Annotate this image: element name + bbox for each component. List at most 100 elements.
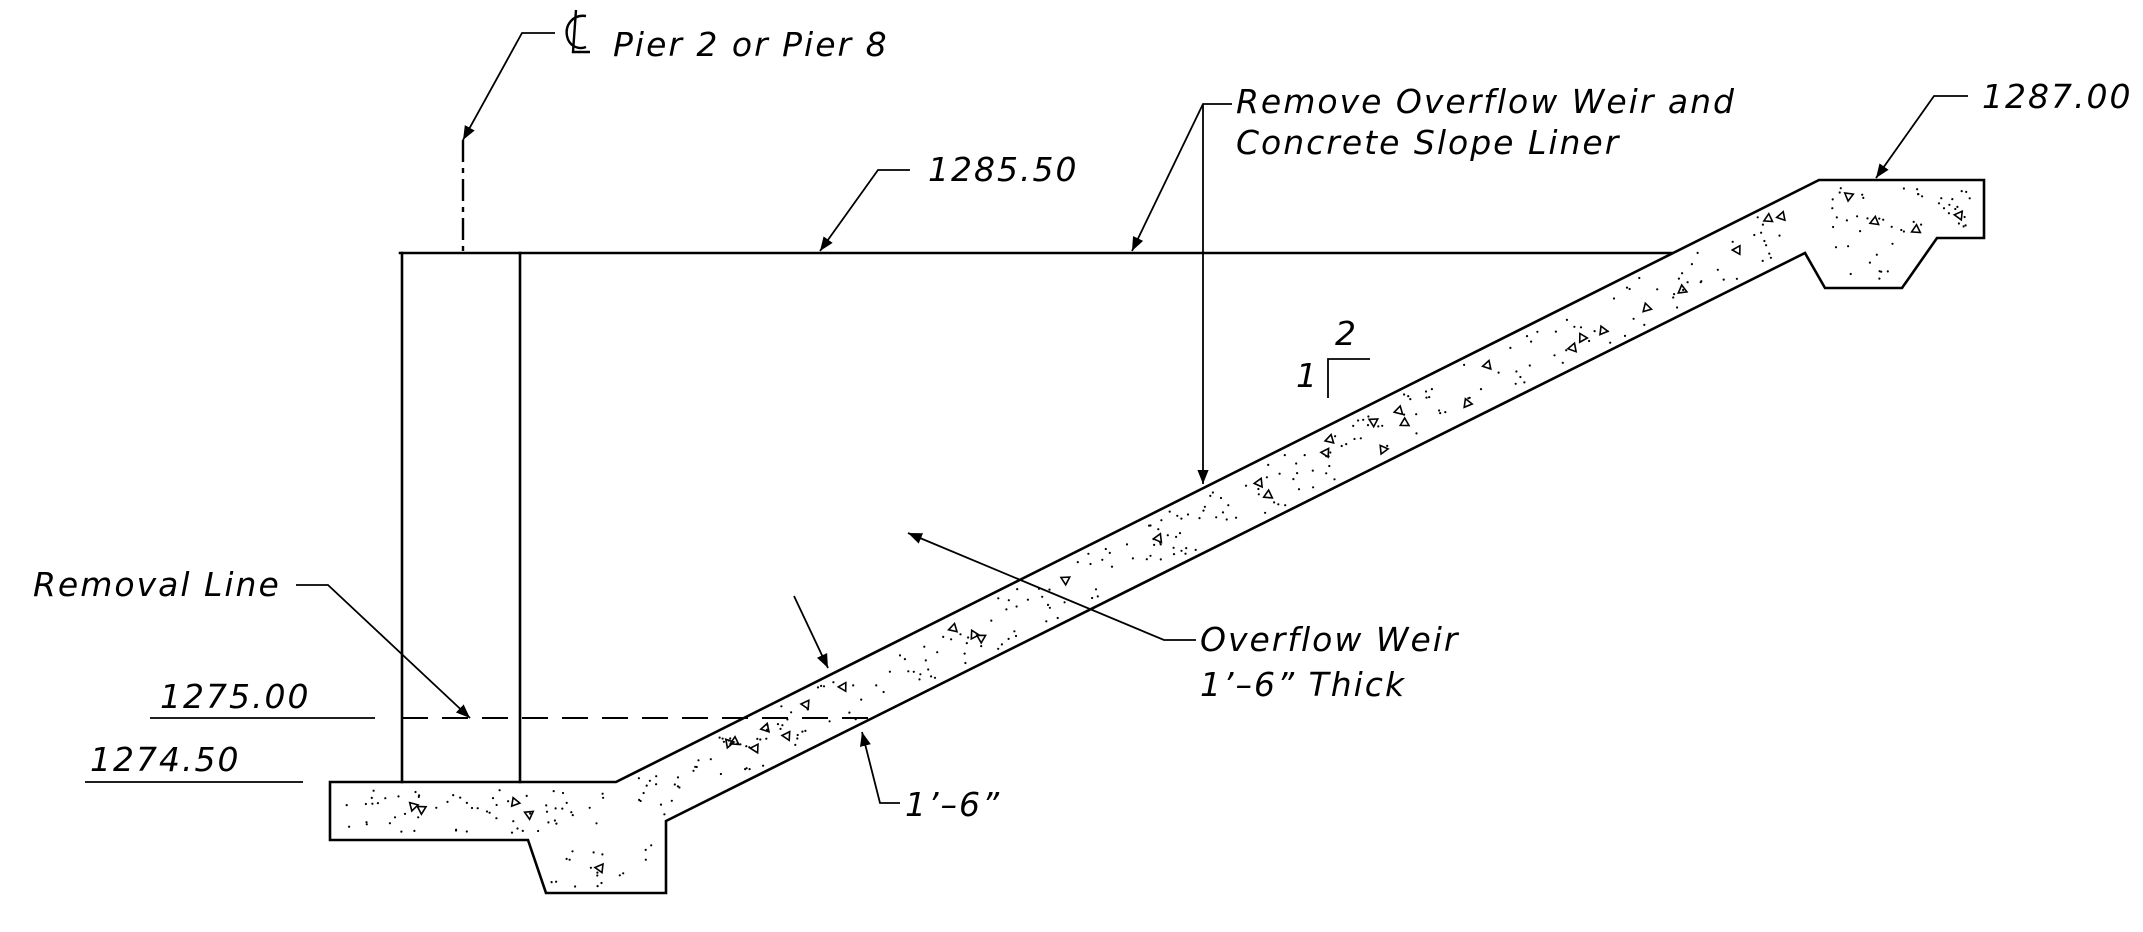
concrete-speck — [1965, 190, 1968, 193]
aggregate-mark — [970, 628, 981, 641]
concrete-speck — [903, 658, 907, 661]
concrete-speck — [1362, 418, 1365, 421]
concrete-speck — [816, 686, 820, 689]
concrete-speck — [1202, 509, 1205, 512]
aggregate-mark — [836, 681, 847, 693]
concrete-speck — [1159, 558, 1162, 561]
concrete-speck — [1761, 259, 1764, 262]
concrete-speck — [1962, 225, 1965, 228]
concrete-speck — [745, 745, 748, 748]
concrete-speck — [596, 871, 599, 874]
concrete-speck — [1277, 503, 1280, 506]
concrete-speck — [414, 790, 417, 794]
concrete-speck — [1096, 595, 1099, 598]
aggregate-mark — [1599, 324, 1610, 336]
aggregate-mark — [1762, 212, 1774, 223]
aggregate-mark — [724, 738, 736, 750]
concrete-speck — [1110, 565, 1114, 568]
concrete-speck — [1160, 519, 1163, 522]
concrete-speck — [1847, 245, 1850, 248]
concrete-speck — [1937, 202, 1941, 205]
concrete-speck — [446, 800, 449, 804]
concrete-speck — [1295, 462, 1298, 465]
aggregate-mark — [1910, 223, 1922, 234]
concrete-speck — [898, 654, 902, 657]
concrete-speck — [1835, 216, 1838, 219]
concrete-speck — [1203, 505, 1206, 508]
concrete-speck — [1696, 251, 1699, 254]
concrete-speck — [1886, 270, 1889, 273]
aggregate-mark — [1578, 332, 1589, 344]
concrete-speck — [1878, 277, 1881, 280]
concrete-speck — [1891, 242, 1894, 245]
concrete-speck — [601, 792, 604, 795]
concrete-speck — [1623, 334, 1627, 337]
concrete-speck — [1048, 588, 1051, 591]
concrete-speck — [1340, 444, 1343, 448]
concrete-speck — [718, 736, 721, 739]
concrete-speck — [673, 783, 676, 786]
concrete-speck — [663, 813, 666, 816]
concrete-speck — [1916, 188, 1919, 191]
concrete-speck — [1273, 501, 1276, 504]
removal-line-leader — [296, 584, 471, 719]
concrete-speck — [765, 737, 768, 740]
aggregate-mark — [1952, 210, 1964, 222]
concrete-speck — [912, 670, 915, 673]
concrete-speck — [1565, 349, 1568, 352]
concrete-speck — [796, 737, 799, 740]
remove-note-line2: Concrete Slope Liner — [1236, 123, 1621, 162]
concrete-speck — [1878, 217, 1881, 220]
concrete-speck — [1194, 548, 1197, 552]
concrete-speck — [907, 670, 910, 673]
concrete-speck — [1430, 388, 1433, 391]
concrete-speck — [790, 711, 793, 714]
concrete-speck — [933, 676, 937, 679]
concrete-speck — [678, 786, 681, 789]
concrete-speck — [1479, 388, 1483, 391]
concrete-speck — [1920, 223, 1923, 226]
concrete-speck — [537, 829, 540, 833]
concrete-speck — [596, 885, 599, 888]
concrete-speck — [644, 848, 647, 852]
concrete-speck — [1353, 437, 1356, 441]
concrete-speck — [1153, 543, 1156, 547]
elev-footing-label: 1274.50 — [90, 740, 240, 779]
concrete-speck — [796, 733, 799, 737]
concrete-speck — [589, 866, 593, 869]
aggregate-mark — [759, 721, 771, 733]
concrete-speck — [1198, 517, 1201, 520]
concrete-speck — [565, 801, 568, 805]
concrete-speck — [1333, 478, 1336, 481]
elev-top-slope-leader — [1875, 95, 1968, 179]
concrete-speck — [495, 803, 498, 807]
concrete-speck — [1831, 207, 1834, 210]
concrete-speck — [860, 698, 863, 701]
concrete-speck — [1045, 620, 1048, 623]
concrete-speck — [722, 740, 726, 743]
concrete-speck — [1761, 223, 1764, 226]
concrete-speck — [1257, 493, 1260, 496]
overflow-weir-line2: 1’–6” Thick — [1200, 665, 1406, 704]
aggregate-mark — [1642, 301, 1654, 313]
concrete-speck — [571, 850, 574, 853]
concrete-speck — [1386, 444, 1389, 447]
concrete-speck — [516, 827, 519, 830]
concrete-speck — [1514, 382, 1517, 385]
concrete-speck — [1573, 325, 1576, 328]
concrete-speck — [1859, 230, 1862, 233]
concrete-speck — [930, 675, 933, 678]
concrete-speck — [1593, 330, 1596, 333]
concrete-speck — [1108, 551, 1111, 555]
aggregate-mark — [408, 801, 420, 813]
concrete-speck — [1013, 630, 1016, 633]
concrete-speck — [1352, 424, 1355, 427]
concrete-speck — [1089, 562, 1092, 566]
aggregate-mark — [1323, 433, 1335, 444]
concrete-speck — [376, 802, 379, 805]
remove-note-line1: Remove Overflow Weir and — [1236, 82, 1736, 121]
concrete-speck — [980, 645, 983, 648]
concrete-speck — [417, 795, 420, 799]
concrete-speck — [1497, 371, 1500, 374]
